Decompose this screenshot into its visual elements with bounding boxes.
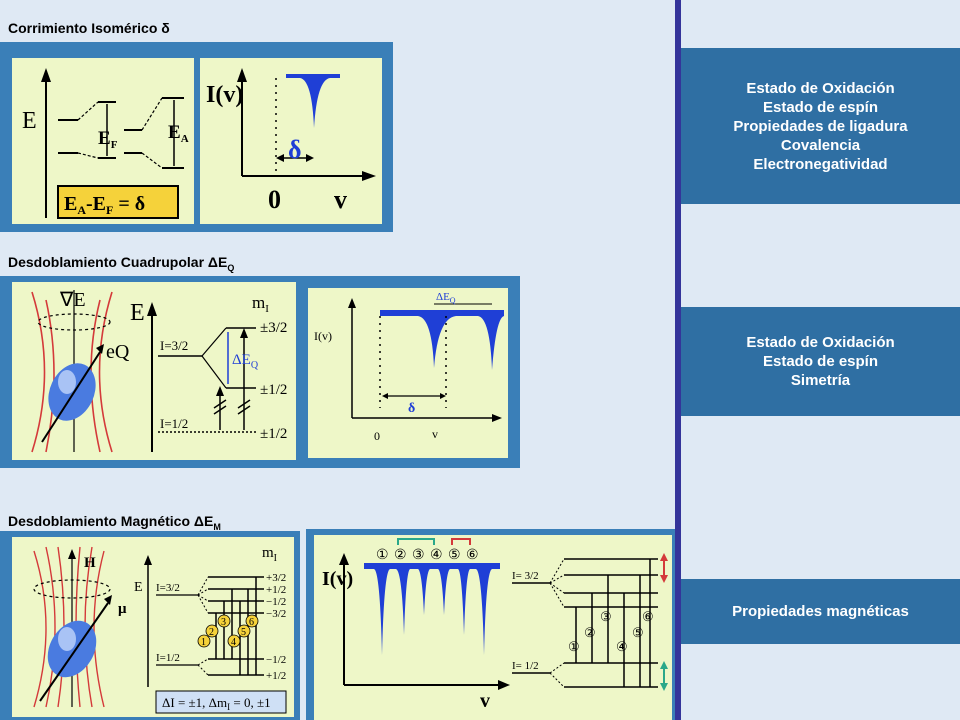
quadrupole-levels: ∇E eQ E mI I=3/2 I=1/2 ±3/2 ±1/2 ±1/2 [12,282,296,460]
transition-number: ③ [600,609,612,624]
quadrupole-levels-svg: ∇E eQ E mI I=3/2 I=1/2 ±3/2 ±1/2 ±1/2 [31,289,287,453]
quadrupole-figure: ∇E eQ E mI I=3/2 I=1/2 ±3/2 ±1/2 ±1/2 [0,276,520,468]
transition-number: ② [584,625,596,640]
magnetic-spectrum-frame: I(v) v ① ② ③ ④ ⑤ ⑥ I= 3/2 I= 1/2 [306,529,676,720]
level-label: +1/2 [266,584,286,596]
velocity-label: v [480,690,490,712]
velocity-label: v [432,427,438,441]
transition-number: ⑤ [632,625,644,640]
property-line: Estado de espín [762,353,879,370]
energy-level-diagram: E EF EA EA-EF = δ [12,58,194,224]
magnetic-spectrum: I(v) v ① ② ③ ④ ⑤ ⑥ I= 3/2 I= 1/2 [314,535,672,720]
peak-label: ⑥ [466,548,479,563]
ef-label: EF [98,128,118,151]
quadrupole-splitting-heading: Desdoblamiento Cuadrupolar ΔEQ [8,254,235,273]
field-gradient-label: ∇E [59,289,86,311]
absorption-peak [286,74,340,128]
property-line: Electronegatividad [753,155,888,173]
properties-box-magnetic: Propiedades magnéticas [681,579,960,644]
transition-number: ① [568,639,580,654]
delta-label: δ [408,401,415,416]
eq-label: eQ [106,341,130,363]
i32-label: I= 3/2 [512,570,539,582]
peak-label: ② [394,548,407,563]
formula-text: EA-EF = δ [64,193,145,217]
mi-header: mI [262,545,277,564]
isomer-shift-figure: E EF EA EA-EF = δ I(v) [0,42,393,232]
quadrupole-doublet [380,310,504,370]
peak-label: ③ [412,548,425,563]
property-line: Estado de espín [762,98,879,116]
quadrupole-spectrum-svg: I(v) ΔEQ δ 0 v [314,291,504,443]
quadrupole-spectrum: I(v) ΔEQ δ 0 v [308,288,508,458]
delta-label: δ [288,135,302,164]
level-label: −3/2 [266,608,286,620]
magnetic-levels-svg: H μ E mI I=3/2 I=1/2 [33,545,287,714]
velocity-label: v [334,185,347,214]
i12-label: I=1/2 [160,416,188,431]
mu-label: μ [118,601,127,617]
peak-label: ④ [430,548,443,563]
isomer-shift-heading: Corrimiento Isomérico δ [8,20,170,36]
m12-upper-label: ±1/2 [260,382,287,398]
transition-number: 4 [231,637,236,648]
vertical-divider [675,0,681,720]
property-line: Covalencia [780,136,861,154]
mi-header: mI [252,293,269,315]
property-line: Simetría [790,372,851,389]
m32-label: ±3/2 [260,320,287,336]
transition-number: ④ [616,639,628,654]
properties-box-quadrupole: Estado de Oxidación Estado de espín Sime… [681,307,960,416]
energy-axis-label: E [130,300,145,326]
i12-label: I=1/2 [156,652,180,664]
energy-axis-label: E [22,108,37,134]
sextet-spectrum [364,563,500,655]
nucleus-ellipsoid [47,620,97,678]
intensity-label: I(v) [314,329,332,343]
properties-box-isomer: Estado de Oxidación Estado de espín Prop… [681,48,960,204]
zero-label: 0 [268,185,281,214]
property-line: Propiedades de ligadura [733,117,908,135]
deq-label: ΔEQ [232,352,259,371]
transition-number: 5 [241,627,246,638]
zero-label: 0 [374,429,380,443]
nucleus-ellipsoid [48,363,96,421]
selection-rule-box [155,690,287,714]
level-label: +3/2 [266,572,286,584]
isomer-spectrum: I(v) δ 0 v [200,58,382,224]
transition-number: 1 [201,637,206,648]
magnetic-levels-frame: H μ E mI I=3/2 I=1/2 [0,531,300,720]
property-line: Estado de Oxidación [746,79,895,97]
transition-number: 6 [249,617,254,628]
isomer-spectrum-svg: I(v) δ 0 v [206,68,376,214]
i32-label: I=3/2 [156,582,180,594]
energy-level-svg: E EF EA EA-EF = δ [22,68,189,219]
transition-number: 3 [221,617,226,628]
level-label: −1/2 [266,654,286,666]
magnetic-splitting-heading: Desdoblamiento Magnético ΔEM [8,513,221,532]
magnetic-levels: H μ E mI I=3/2 I=1/2 [12,537,294,717]
magnetic-spectrum-svg: I(v) v ① ② ③ ④ ⑤ ⑥ I= 3/2 I= 1/2 [322,538,668,712]
m12-lower-label: ±1/2 [260,426,287,442]
ea-label: EA [168,122,189,145]
peak-label: ① [376,548,389,563]
intensity-label: I(v) [206,82,243,108]
deq-label: ΔEQ [436,291,456,305]
level-label: −1/2 [266,596,286,608]
property-line: Propiedades magnéticas [732,603,909,620]
h-field-label: H [84,555,96,571]
level-label: +1/2 [266,670,286,682]
formula-box [57,185,179,219]
peak-label: ⑤ [448,548,461,563]
energy-axis-arrow [41,68,51,82]
property-line: Estado de Oxidación [746,334,895,351]
i32-label: I=3/2 [160,338,188,353]
i12-label: I= 1/2 [512,660,539,672]
transition-number: 2 [209,627,214,638]
intensity-label: I(v) [322,568,353,590]
energy-axis-label: E [134,580,143,595]
transition-number: ⑥ [642,609,654,624]
selection-rule-text: ΔI = ±1, ΔmI = 0, ±1 [162,695,271,712]
